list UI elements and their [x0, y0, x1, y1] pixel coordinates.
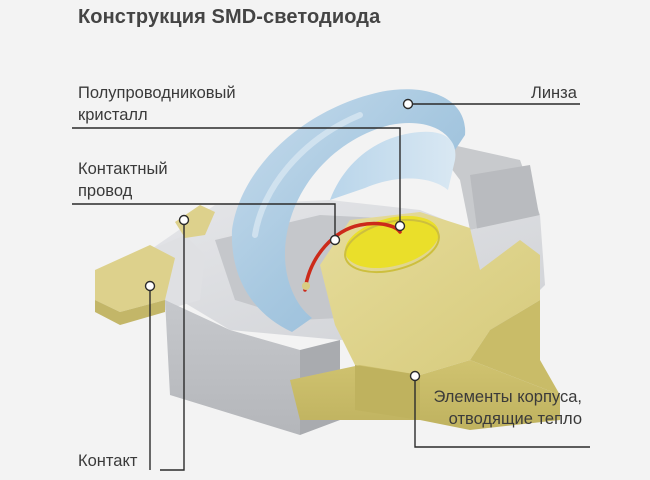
heatsink-step: [355, 365, 420, 420]
leader-crystal: [72, 127, 401, 222]
leader-contact-inner: [160, 220, 185, 471]
label-semiconductor-crystal: Полупроводниковый кристалл: [78, 82, 236, 126]
heatsink-side: [470, 300, 560, 395]
label-crystal-line2: кристалл: [78, 106, 148, 124]
marker-housing: [409, 370, 421, 382]
lead-tab-front: [95, 300, 165, 325]
crystal-pad-rim: [344, 218, 440, 274]
label-contact-wire: Контактный провод: [78, 158, 168, 202]
label-wire-line2: провод: [78, 182, 133, 200]
label-housing-elements: Элементы корпуса, отводящие тепло: [433, 386, 582, 430]
lens-highlight: [252, 112, 363, 238]
semiconductor-crystal: [344, 215, 440, 274]
leader-wire: [72, 203, 336, 236]
bond-wire: [303, 221, 402, 292]
leader-lines: [72, 103, 590, 471]
marker-wire: [329, 234, 341, 246]
marker-contact-inner: [178, 214, 190, 226]
housing-right-wall: [470, 165, 540, 236]
label-lens: Линза: [531, 84, 577, 102]
marker-contact-outer: [144, 280, 156, 292]
label-housing-line1: Элементы корпуса,: [433, 388, 582, 406]
leader-markers: [144, 98, 421, 382]
lens-outer-shell: [231, 89, 466, 332]
lens-inner-face: [330, 131, 456, 200]
leader-housing: [414, 378, 590, 448]
lead-tab-top: [95, 245, 175, 312]
label-contact: Контакт: [78, 452, 138, 470]
diagram-title: Конструкция SMD-светодиода: [78, 6, 381, 28]
bond-wire-anchor: [302, 282, 310, 290]
contact-lead-left: [95, 205, 215, 325]
label-housing-line2: отводящие тепло: [448, 410, 582, 428]
lead-tab-upper: [175, 205, 215, 238]
marker-crystal: [394, 220, 406, 232]
lens-dome: [231, 89, 466, 332]
label-wire-line1: Контактный: [78, 160, 168, 178]
housing-front-wall: [165, 300, 300, 435]
marker-lens: [402, 98, 414, 110]
label-crystal-line1: Полупроводниковый: [78, 84, 236, 102]
